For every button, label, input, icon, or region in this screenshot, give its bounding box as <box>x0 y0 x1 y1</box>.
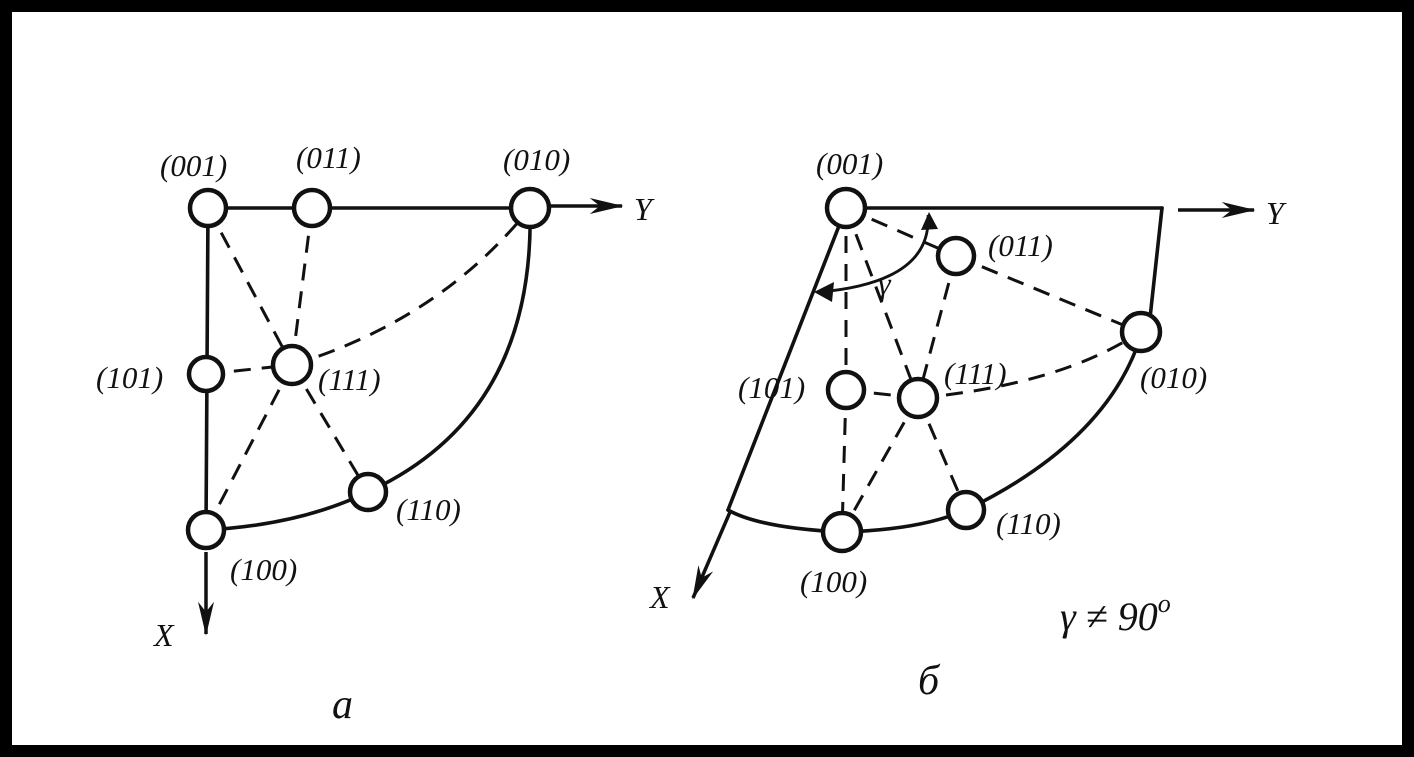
arc-010-100 <box>204 206 532 532</box>
label-110: (110) <box>996 506 1061 541</box>
zone-111-100 <box>840 397 920 533</box>
label-axis-x: X <box>152 617 175 653</box>
panel-a: (001) (011) (010) (101) (111) (110) (100… <box>96 140 655 728</box>
zone-001-111 <box>206 207 294 366</box>
label-angle-gamma: γ <box>878 265 892 301</box>
caption-b: б <box>918 658 941 704</box>
node-011 <box>291 187 333 229</box>
label-011: (011) <box>296 140 361 175</box>
node-010 <box>1119 310 1163 354</box>
node-110 <box>347 471 389 513</box>
zone-111-110 <box>290 364 370 493</box>
label-101: (101) <box>738 370 805 405</box>
zone-111-110 <box>916 397 968 511</box>
label-011: (011) <box>988 228 1053 263</box>
panel-b: (001) (011) (010) (101) (111) (110) (100… <box>648 146 1287 704</box>
node-101 <box>186 354 226 394</box>
node-100 <box>185 509 227 551</box>
label-010: (010) <box>1140 360 1207 395</box>
label-100: (100) <box>230 552 297 587</box>
arc-010-100 <box>840 330 1144 534</box>
edge-top-right <box>1148 206 1164 320</box>
label-axis-x: X <box>648 579 671 615</box>
node-111 <box>896 376 940 420</box>
label-100: (100) <box>800 564 867 599</box>
node-101 <box>825 369 867 411</box>
zone-111-100 <box>204 364 294 531</box>
label-axis-y: Y <box>634 191 655 227</box>
label-001: (001) <box>160 148 227 183</box>
zone-111-010 <box>917 330 1141 400</box>
caption-a: а <box>332 682 353 728</box>
zone-001-111 <box>844 207 920 399</box>
zone-111-010 <box>291 207 532 367</box>
label-axis-y: Y <box>1266 195 1287 231</box>
label-001: (001) <box>816 146 883 181</box>
node-010 <box>508 186 552 230</box>
node-001 <box>824 186 868 230</box>
node-011 <box>935 235 977 277</box>
angle-gamma-arrow-top <box>921 212 938 230</box>
zone-011-010 <box>955 254 1141 334</box>
zone-101-100 <box>840 389 848 533</box>
node-100 <box>820 510 864 554</box>
figure-canvas: (001) (011) (010) (101) (111) (110) (100… <box>12 12 1402 745</box>
label-111: (111) <box>318 362 381 397</box>
degree-sup: o <box>1158 589 1171 618</box>
node-111 <box>270 343 314 387</box>
edge-001-left <box>726 206 848 512</box>
node-110 <box>945 489 987 531</box>
stereographic-projection-diagram: (001) (011) (010) (101) (111) (110) (100… <box>96 140 1287 728</box>
x-axis-arrow <box>691 511 732 600</box>
angle-gamma-arrow-left <box>814 282 834 302</box>
condition-gamma-not-90: γ ≠ 90o <box>1060 589 1171 639</box>
label-101: (101) <box>96 360 163 395</box>
label-110: (110) <box>396 492 461 527</box>
zone-011-111 <box>290 207 314 366</box>
zone-011-111 <box>916 255 958 399</box>
label-111: (111) <box>944 356 1007 391</box>
label-010: (010) <box>503 142 570 177</box>
node-001 <box>187 187 229 229</box>
